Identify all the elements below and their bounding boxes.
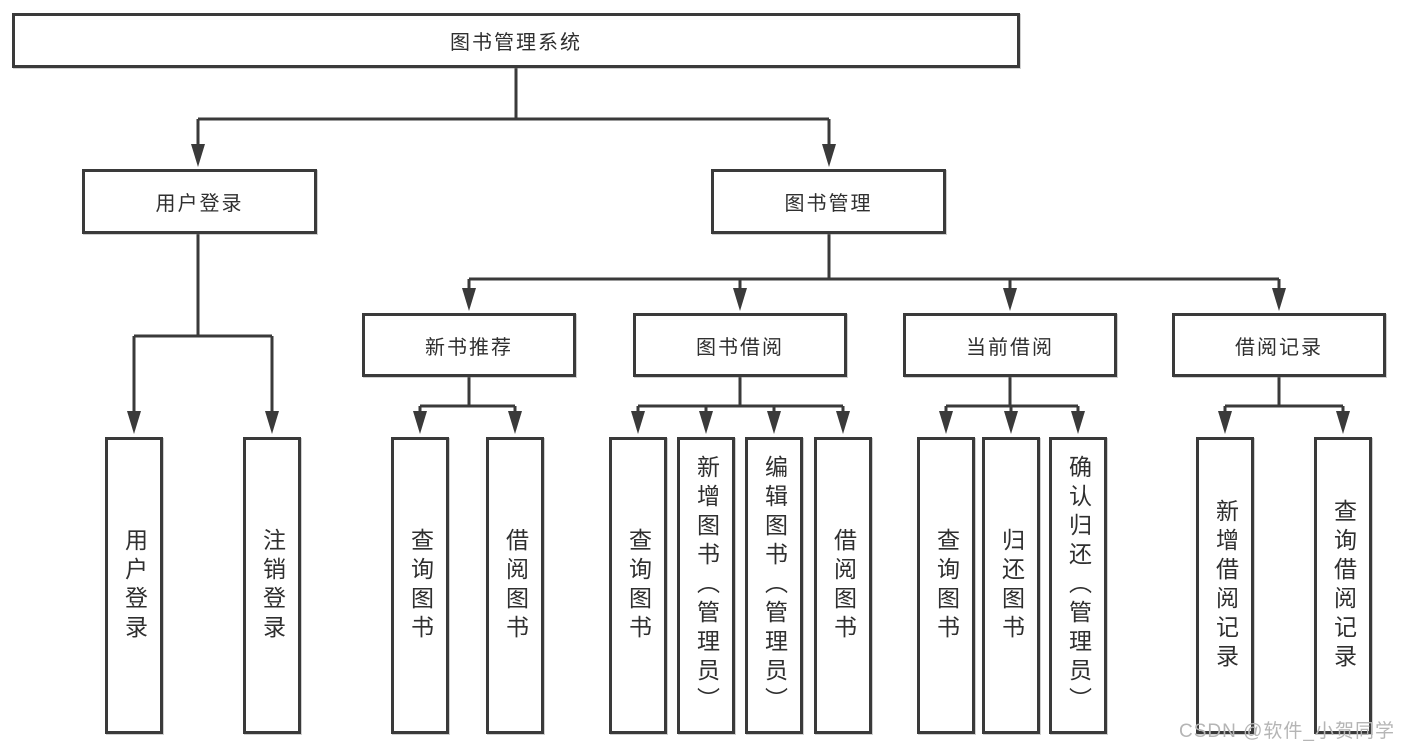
node-book-borrow-label: 图书借阅 [696, 336, 784, 359]
node-root-label: 图书管理系统 [450, 32, 582, 54]
leaf-confirm-return-admin: 确认归还（管理员） [1049, 437, 1107, 734]
leaf-edit-books-admin: 编辑图书（管理员） [745, 437, 803, 734]
node-book-borrow: 图书借阅 [633, 313, 847, 377]
leaf-logout-label: 注销登录 [259, 527, 286, 644]
leaf-add-borrow-record: 新增借阅记录 [1196, 437, 1254, 734]
leaf-add-books-admin-label: 新增图书（管理员） [693, 455, 720, 716]
csdn-watermark: CSDN @软件_小贺同学 [1179, 721, 1395, 742]
leaf-confirm-return-admin-label: 确认归还（管理员） [1065, 455, 1092, 716]
node-user-login-label: 用户登录 [155, 193, 244, 215]
leaf-user-login-label: 用户登录 [121, 527, 148, 644]
leaf-borrow-books-label: 借阅图书 [830, 527, 857, 644]
node-current-borrow: 当前借阅 [903, 313, 1117, 377]
leaf-query-books-borrow-label: 查询图书 [625, 527, 652, 644]
leaf-add-borrow-record-label: 新增借阅记录 [1212, 498, 1239, 673]
leaf-query-borrow-record-label: 查询借阅记录 [1330, 498, 1357, 673]
leaf-return-books: 归还图书 [982, 437, 1040, 734]
node-new-book-recommend-label: 新书推荐 [425, 336, 513, 359]
leaf-logout: 注销登录 [243, 437, 301, 734]
leaf-query-books-recommend: 查询图书 [391, 437, 449, 734]
leaf-borrow-books: 借阅图书 [814, 437, 872, 734]
leaf-query-borrow-record: 查询借阅记录 [1314, 437, 1372, 734]
node-book-management-branch: 图书管理 [711, 169, 946, 234]
leaf-edit-books-admin-label: 编辑图书（管理员） [761, 455, 788, 716]
leaf-add-books-admin: 新增图书（管理员） [677, 437, 735, 734]
node-borrow-records-label: 借阅记录 [1235, 336, 1323, 359]
node-current-borrow-label: 当前借阅 [966, 336, 1054, 359]
node-root-library-system: 图书管理系统 [12, 13, 1020, 68]
leaf-borrow-books-recommend-label: 借阅图书 [502, 527, 529, 644]
leaf-query-books-current: 查询图书 [917, 437, 975, 734]
leaf-user-login: 用户登录 [105, 437, 163, 734]
leaf-query-books-recommend-label: 查询图书 [407, 527, 434, 644]
leaf-query-books-current-label: 查询图书 [933, 527, 960, 644]
leaf-return-books-label: 归还图书 [998, 527, 1025, 644]
node-book-management-label: 图书管理 [784, 193, 873, 215]
node-borrow-records: 借阅记录 [1172, 313, 1386, 377]
node-new-book-recommend: 新书推荐 [362, 313, 576, 377]
node-user-login-branch: 用户登录 [82, 169, 317, 234]
leaf-query-books-borrow: 查询图书 [609, 437, 667, 734]
leaf-borrow-books-recommend: 借阅图书 [486, 437, 544, 734]
